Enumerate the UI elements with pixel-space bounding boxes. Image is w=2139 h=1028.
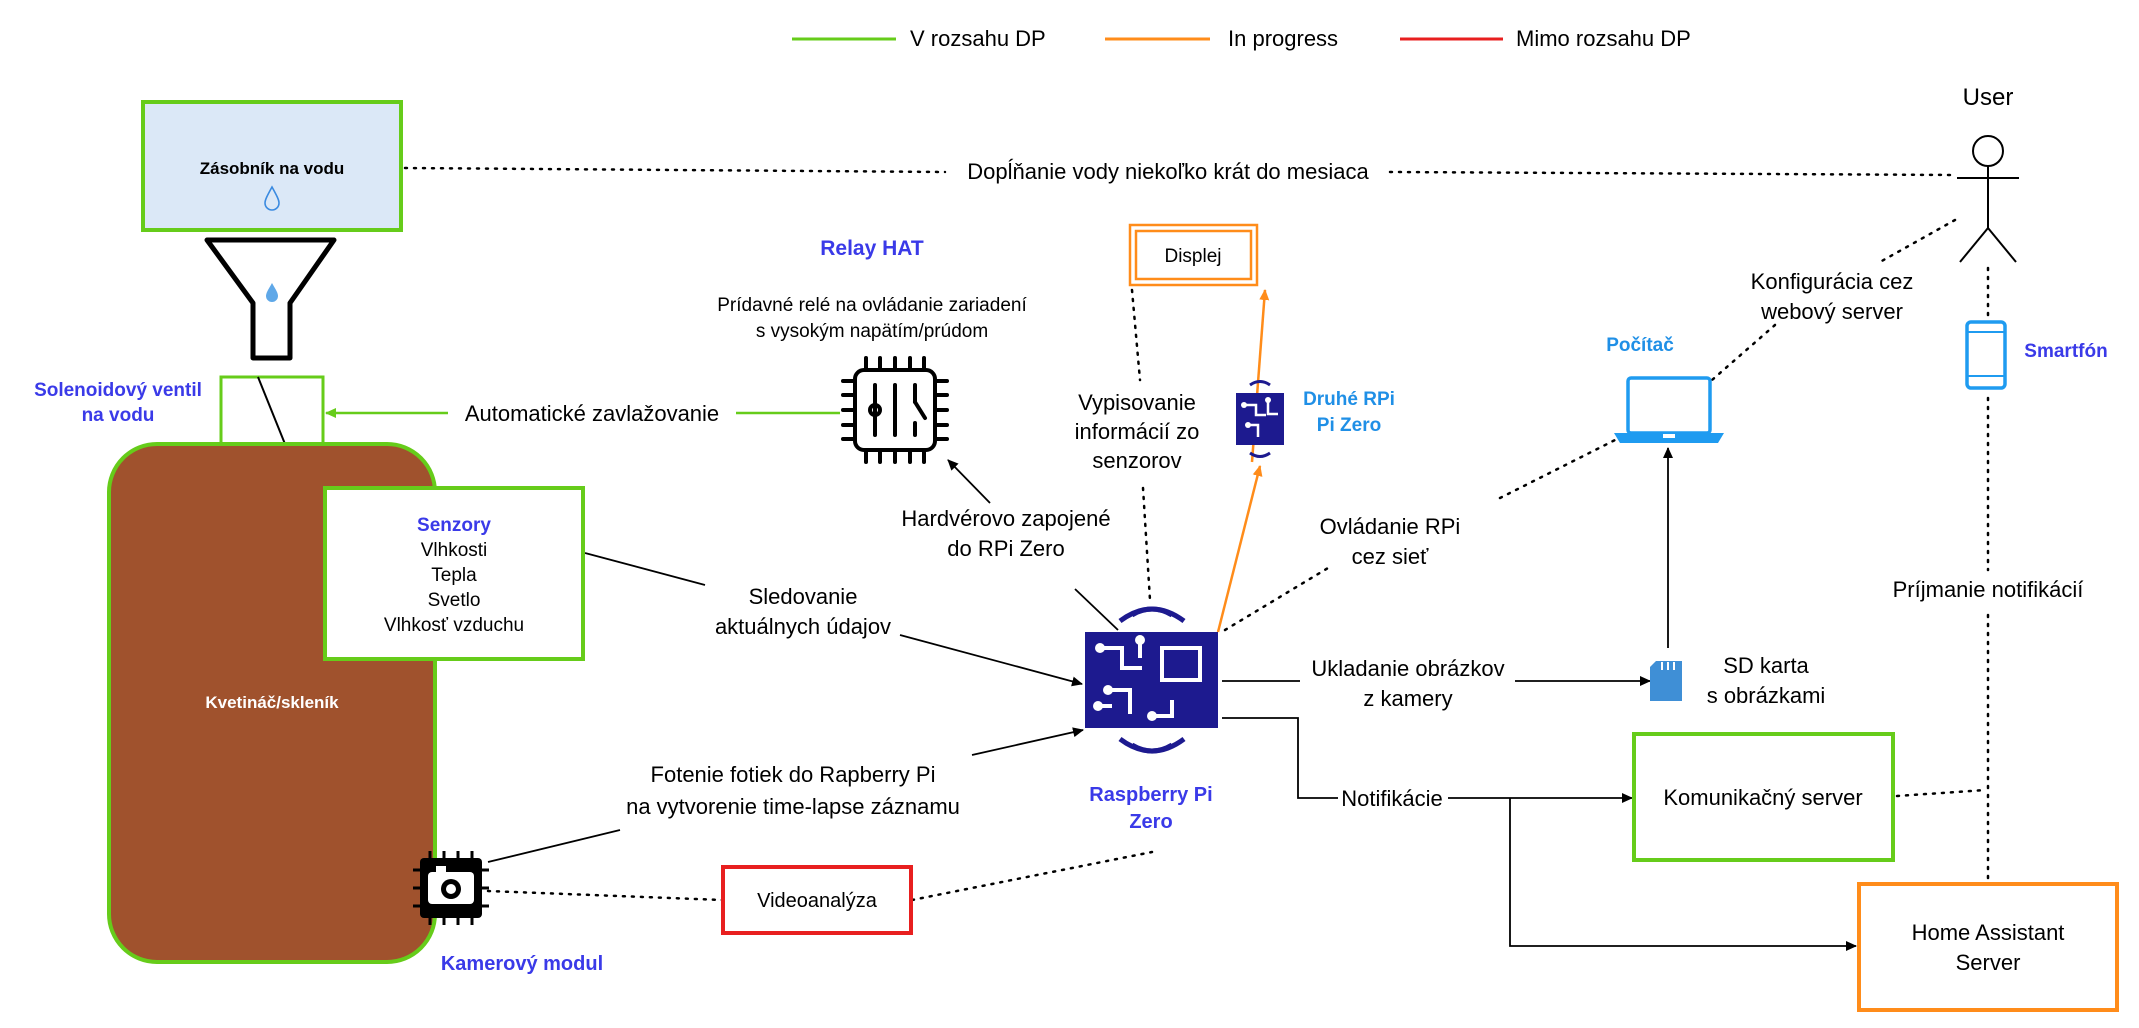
rpi-label-2: Zero xyxy=(1129,811,1172,833)
edge-notifications-ha xyxy=(1509,798,1857,951)
comm-server-label: Komunikačný server xyxy=(1663,785,1862,810)
chip-relay-icon xyxy=(841,356,949,464)
edge-display-label-3: senzorov xyxy=(1092,448,1181,473)
relay-title: Relay HAT xyxy=(820,237,924,260)
camera-module-icon xyxy=(413,851,489,925)
flower-pot-label: Kvetináč/skleník xyxy=(205,693,339,712)
edge-rpi-second-rpi xyxy=(1216,465,1263,633)
edge-save-images-label-1: Ukladanie obrázkov xyxy=(1311,656,1504,681)
edge-display-label-2: informácií zo xyxy=(1075,419,1200,444)
edge-notifications-a xyxy=(1222,717,1338,799)
edge-save-images-label-2: z kamery xyxy=(1363,686,1452,711)
solenoid-valve xyxy=(219,375,325,446)
sensors-box: Senzory Vlhkosti Tepla Svetlo Vlhkosť vz… xyxy=(323,486,585,661)
edge-receive-notifications-label: Príjmanie notifikácií xyxy=(1893,577,2084,602)
legend-in-progress-label: In progress xyxy=(1228,26,1338,51)
edge-refill-right xyxy=(1388,170,1957,177)
edge-control-b xyxy=(1498,433,1627,500)
edge-comm-phone xyxy=(1895,788,1988,798)
funnel-icon xyxy=(204,237,337,361)
edge-photos-label-1: Fotenie fotiek do Rapberry Pi xyxy=(651,762,936,787)
edge-refill-left xyxy=(403,166,947,174)
edge-display-label-1: Vypisovanie xyxy=(1078,390,1196,415)
sensor-item: Vlhkosti xyxy=(421,540,488,561)
edge-control-label-2: cez sieť xyxy=(1352,544,1429,569)
edge-control-label-1: Ovládanie RPi xyxy=(1320,514,1461,539)
user-icon xyxy=(1957,135,2019,263)
edge-hardware-label-2: do RPi Zero xyxy=(947,536,1064,561)
home-assistant-label-1: Home Assistant xyxy=(1912,920,2065,945)
camera-label: Kamerový modul xyxy=(441,953,603,975)
comm-server-box: Komunikačný server xyxy=(1632,732,1895,862)
edge-config-label-2: webový server xyxy=(1760,299,1903,324)
edge-config-a xyxy=(1878,218,1957,264)
edge-display-b xyxy=(1141,486,1152,602)
sd-card-label-2: s obrázkami xyxy=(1707,683,1826,708)
video-analysis-label: Videoanalýza xyxy=(757,890,878,912)
edge-irrigation-label: Automatické zavlažovanie xyxy=(465,401,719,426)
raspberry-pi-icon xyxy=(1085,606,1218,754)
edge-photos-label-2: na vytvorenie time-lapse záznamu xyxy=(626,794,960,819)
edge-hardware-b xyxy=(947,459,991,504)
rpi-label-1: Raspberry Pi xyxy=(1089,784,1212,806)
edge-config-label-1: Konfigurácia cez xyxy=(1751,269,1914,294)
relay-desc-2: s vysokým napätím/prúdom xyxy=(756,321,988,342)
sensor-item: Svetlo xyxy=(428,590,481,611)
solenoid-label-2: na vodu xyxy=(82,405,155,426)
second-rpi-label-2: Pi Zero xyxy=(1317,415,1381,436)
relay-desc-1: Prídavné relé na ovládanie zariadení xyxy=(717,295,1027,316)
edge-monitoring-a xyxy=(584,552,706,586)
water-tank-label: Zásobník na vodu xyxy=(200,159,345,178)
edge-hardware-a xyxy=(1074,588,1119,631)
legend-in-scope-label: V rozsahu DP xyxy=(910,26,1046,51)
computer-label: Počítač xyxy=(1606,335,1674,356)
sensor-item: Tepla xyxy=(431,565,477,586)
edge-photos-b xyxy=(971,727,1084,756)
sd-card-label-1: SD karta xyxy=(1723,653,1809,678)
legend: V rozsahu DP In progress Mimo rozsahu DP xyxy=(792,26,1691,51)
edge-video-rpi xyxy=(910,850,1154,902)
edge-notifications-label: Notifikácie xyxy=(1341,786,1442,811)
edge-camera-video xyxy=(486,889,724,902)
display-label: Displej xyxy=(1164,246,1221,267)
user-label: User xyxy=(1963,84,2014,111)
edge-config-b xyxy=(1710,323,1777,382)
edge-monitoring-b xyxy=(899,634,1083,687)
home-assistant-box: Home Assistant Server xyxy=(1857,882,2119,1012)
home-assistant-label-2: Server xyxy=(1956,950,2021,975)
sd-card-icon xyxy=(1650,661,1682,701)
solenoid-label-1: Solenoidový ventil xyxy=(34,380,202,401)
edge-refill-label: Dopĺňanie vody niekoľko krát do mesiaca xyxy=(967,159,1369,184)
edge-display-a xyxy=(1130,288,1142,382)
edge-hardware-label-1: Hardvérovo zapojené xyxy=(901,506,1110,531)
laptop-icon xyxy=(1614,376,1724,443)
display-box: Displej xyxy=(1128,223,1259,287)
edge-monitoring-label-2: aktuálnych údajov xyxy=(715,614,891,639)
second-rpi-icon xyxy=(1236,380,1284,458)
video-analysis-box: Videoanalýza xyxy=(721,865,913,935)
smartphone-label: Smartfón xyxy=(2024,341,2107,362)
sensors-title: Senzory xyxy=(417,515,491,536)
sensor-item: Vlhkosť vzduchu xyxy=(384,615,524,636)
second-rpi-label-1: Druhé RPi xyxy=(1303,389,1395,410)
legend-out-of-scope-label: Mimo rozsahu DP xyxy=(1516,26,1691,51)
water-drop-icon xyxy=(264,185,280,211)
edge-control-a xyxy=(1223,566,1330,632)
smartphone-icon xyxy=(1965,320,2007,390)
edge-monitoring-label-1: Sledovanie xyxy=(749,584,858,609)
water-tank: Zásobník na vodu xyxy=(141,100,403,232)
edge-photos-a xyxy=(487,829,621,863)
